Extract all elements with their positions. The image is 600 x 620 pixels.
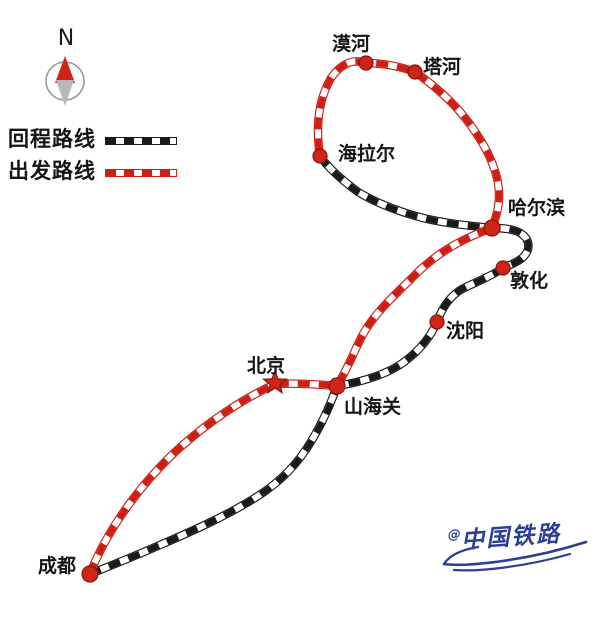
legend-departure-line-sample [105,169,177,177]
station-dot-shenyang [429,314,445,330]
legend-row-departure: 出发路线 [8,154,177,186]
logo-at-mark: @ [447,527,462,543]
station-dot-shanhaiguan [328,377,346,395]
station-dot-tahe [407,64,423,80]
station-label-chengdu: 成都 [38,554,76,577]
china-railway-logo: @中国铁路 [436,512,596,582]
station-label-mohe: 漠河 [332,32,370,55]
station-label-shenyang: 沈阳 [446,319,484,342]
legend-return-line-sample [105,137,177,145]
station-star-beijing [261,369,289,395]
compass-south-needle [56,80,74,106]
compass: N [38,26,94,114]
logo-wordmark: 中国铁路 [460,521,562,554]
station-label-harbin: 哈尔滨 [508,196,565,219]
station-dot-hailar [312,148,328,164]
compass-north-label: N [57,26,75,51]
station-dot-harbin [483,219,501,237]
station-dot-chengdu [81,565,99,583]
departure-route-dashes [87,58,503,576]
station-dot-dunhua [495,260,511,276]
legend: 回程路线 出发路线 [8,122,177,186]
station-label-shanhaiguan: 山海关 [344,395,401,418]
return-route [85,151,533,579]
station-label-hailar: 海拉尔 [338,142,395,165]
return-route-dashes [88,154,532,577]
train-swoosh-icon [442,540,588,572]
legend-departure-label: 出发路线 [8,159,96,183]
legend-return-label: 回程路线 [8,127,96,151]
compass-rose-icon [45,56,85,106]
station-label-dunhua: 敦化 [510,269,548,292]
station-label-beijing: 北京 [247,354,285,377]
compass-north-needle [55,56,75,83]
station-dot-mohe [358,55,374,71]
legend-row-return: 回程路线 [8,122,177,154]
station-label-tahe: 塔河 [423,55,461,78]
